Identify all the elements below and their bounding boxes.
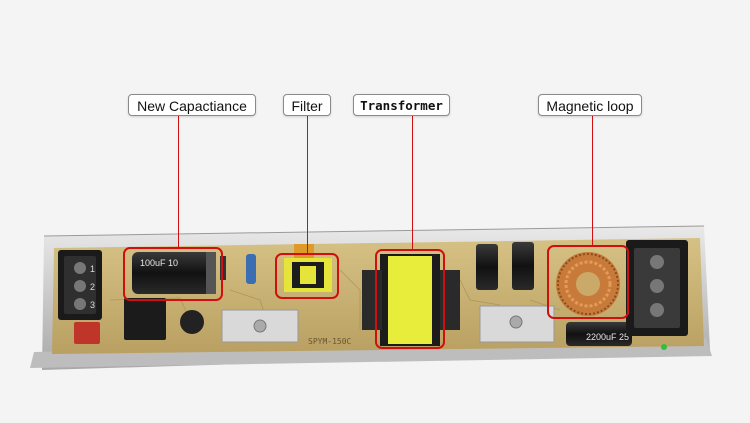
terminal-label-2: 2 bbox=[90, 282, 95, 292]
heatsink-left bbox=[221, 309, 299, 343]
output-capacitors bbox=[476, 242, 534, 290]
left-terminal-block: 1 2 3 bbox=[58, 250, 102, 320]
filter-inductor bbox=[284, 244, 332, 292]
board-marking: SPYM-150C bbox=[308, 337, 352, 346]
leader-filter bbox=[307, 116, 308, 254]
leader-new-capacitance bbox=[178, 116, 179, 248]
leader-transformer bbox=[412, 116, 413, 250]
leader-magnetic-loop bbox=[592, 116, 593, 246]
fuse bbox=[74, 322, 100, 344]
input-capacitor: 100uF 10 bbox=[132, 252, 216, 294]
highlight-magnetic-loop bbox=[547, 245, 629, 319]
capacitor-1-marking: 100uF 10 bbox=[140, 258, 178, 268]
right-terminal-block bbox=[626, 240, 688, 336]
transistor bbox=[180, 310, 204, 334]
highlight-filter bbox=[275, 253, 339, 299]
terminal-label-3: 3 bbox=[90, 300, 95, 310]
heatsink-right bbox=[479, 305, 555, 343]
bridge-rectifier bbox=[124, 298, 166, 340]
label-transformer: Transformer bbox=[353, 94, 450, 116]
transformer bbox=[362, 254, 460, 346]
led-indicator bbox=[661, 344, 667, 350]
highlight-boxes bbox=[123, 245, 629, 349]
capacitor-2200uf: 2200uF 25 bbox=[566, 322, 632, 346]
capacitor-2-marking: 2200uF 25 bbox=[586, 332, 629, 342]
terminal-label-1: 1 bbox=[90, 264, 95, 274]
resistor bbox=[246, 254, 256, 284]
label-filter: Filter bbox=[283, 94, 331, 116]
toroid-coil bbox=[556, 252, 620, 316]
label-new-capacitance: New Capactiance bbox=[128, 94, 256, 116]
highlight-transformer bbox=[375, 249, 445, 349]
label-magnetic-loop: Magnetic loop bbox=[538, 94, 642, 116]
highlight-new-capacitance bbox=[123, 247, 223, 301]
